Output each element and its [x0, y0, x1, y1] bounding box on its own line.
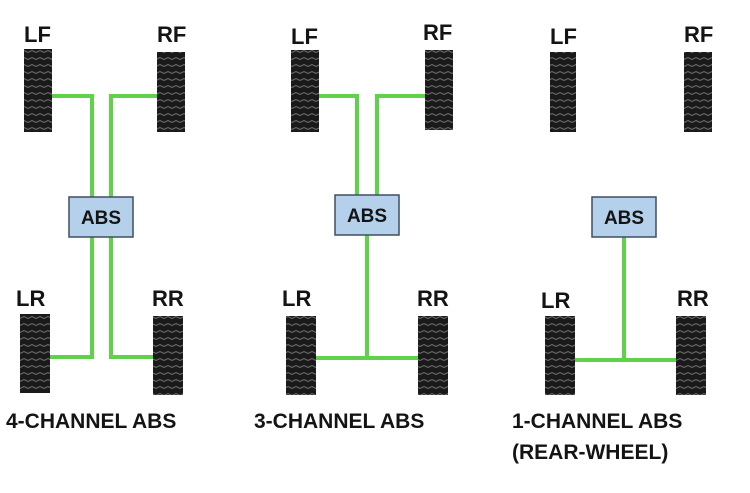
- tire-lf: [550, 52, 576, 132]
- wheel-label-rf: RF: [684, 22, 713, 47]
- wheel-label-lf: LF: [291, 24, 318, 49]
- wheel-label-lr: LR: [541, 288, 570, 313]
- wheel-label-rr: RR: [152, 286, 184, 311]
- line-lr: [50, 237, 94, 359]
- tire-rf: [425, 50, 453, 130]
- caption-line-2: (REAR-WHEEL): [512, 441, 668, 464]
- abs-module-label: ABS: [81, 208, 121, 229]
- line-rf: [375, 94, 425, 195]
- line-lf: [52, 94, 94, 197]
- wheel-label-lr: LR: [282, 286, 311, 311]
- brake-lines: [50, 94, 157, 359]
- brake-lines: [316, 94, 425, 360]
- caption-line-1: 4-CHANNEL ABS: [6, 410, 176, 433]
- caption-line-1: 1-CHANNEL ABS: [512, 410, 682, 433]
- wheel-label-lf: LF: [24, 22, 51, 47]
- wheel-label-rf: RF: [423, 20, 452, 45]
- tire-lr: [545, 316, 575, 395]
- line-lf: [319, 94, 359, 195]
- abs-module-box: [68, 196, 134, 238]
- wheel-label-rr: RR: [417, 286, 449, 311]
- line-rr: [109, 237, 153, 359]
- abs-module-box: [334, 194, 400, 236]
- diagram-3-channel: ABS LF RF LR RR 3-CHANNEL ABS: [254, 20, 453, 433]
- abs-module-label: ABS: [604, 208, 644, 229]
- line-rf: [109, 94, 157, 197]
- wheel-label-lr: LR: [16, 286, 45, 311]
- caption-line-1: 3-CHANNEL ABS: [254, 410, 424, 433]
- brake-lines: [575, 237, 676, 362]
- tire-rf: [157, 52, 185, 132]
- tire-lf: [24, 49, 52, 132]
- abs-module-label: ABS: [347, 206, 387, 227]
- tire-lr: [20, 314, 50, 393]
- tire-rf: [684, 52, 712, 132]
- wheel-label-rf: RF: [157, 22, 186, 47]
- wheel-label-rr: RR: [677, 286, 709, 311]
- tire-lr: [286, 316, 316, 395]
- tire-rr: [676, 316, 706, 395]
- tire-rr: [153, 316, 183, 395]
- tire-lf: [291, 50, 319, 132]
- diagram-1-channel: ABS LF RF LR RR 1-CHANNEL ABS (REAR-WHEE…: [512, 22, 713, 464]
- diagram-4-channel: ABS LF RF LR RR 4-CHANNEL ABS: [6, 22, 186, 433]
- wheel-label-lf: LF: [550, 24, 577, 49]
- tire-rr: [418, 316, 448, 395]
- abs-module-box: [591, 196, 657, 238]
